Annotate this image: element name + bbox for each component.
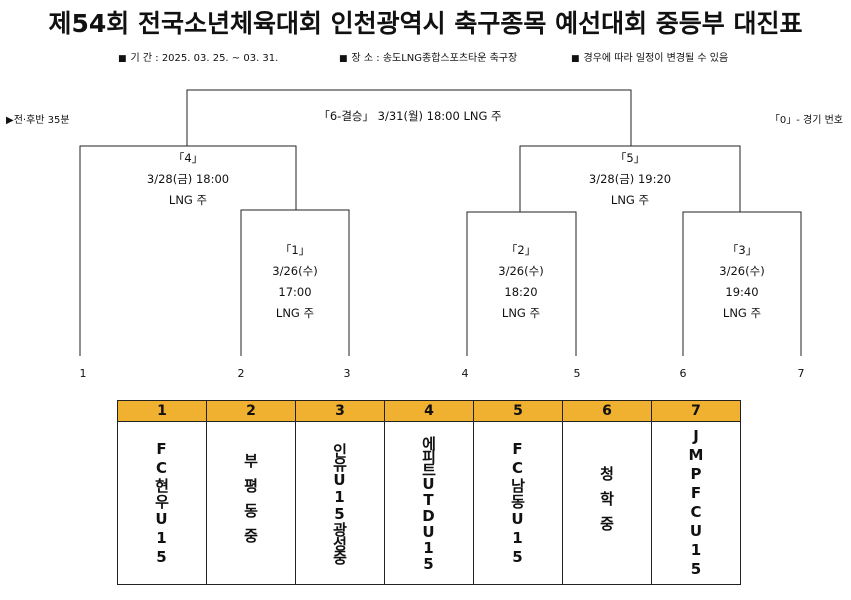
match1-date: 3/26(수) (272, 264, 318, 278)
match-number-legend: 「0」- 경기 번호 (769, 115, 843, 126)
seed-label: 4 (461, 367, 469, 380)
team-cell: FC현우U15 (117, 421, 207, 585)
team-number: 3 (295, 400, 385, 422)
match1-venue: LNG 주 (275, 306, 315, 320)
match1-time: 17:00 (278, 285, 312, 299)
match1-connector (240, 209, 350, 356)
info-period-text: 기 간 : 2025. 03. 25. ~ 03. 31. (130, 53, 279, 64)
match4-number: 「4」 (172, 151, 204, 165)
seed-label: 2 (237, 367, 245, 380)
team-cell: JMPFCU15 (651, 421, 741, 585)
team-number: 1 (117, 400, 207, 422)
teams-header-row: 1 2 3 4 5 6 7 (117, 400, 741, 422)
match4-connector (79, 145, 297, 356)
match1-label: 「1」 3/26(수) 17:00 LNG 주 (245, 240, 345, 324)
info-venue-text: 장 소 : 송도LNG종합스포츠타운 축구장 (351, 53, 518, 64)
match4-venue: LNG 주 (168, 193, 208, 207)
match2-venue: LNG 주 (501, 306, 541, 320)
team-number: 5 (473, 400, 563, 422)
match2-number: 「2」 (505, 243, 537, 257)
seed-label: 1 (79, 367, 87, 380)
match4-date: 3/28(금) 18:00 (146, 172, 230, 186)
team-name: JMPFCU15 (687, 427, 705, 579)
final-connector (186, 89, 632, 146)
match5-number: 「5」 (614, 151, 646, 165)
team-cell: FC남동U15 (473, 421, 563, 585)
match2-date: 3/26(수) (498, 264, 544, 278)
square-bullet-icon: ■ (571, 54, 580, 64)
team-cell: 청학중 (562, 421, 652, 585)
match4-label: 「4」 3/28(금) 18:00 LNG 주 (118, 148, 258, 211)
match2-label: 「2」 3/26(수) 18:20 LNG 주 (471, 240, 571, 324)
page-title: 제54회 전국소년체육대회 인천광역시 축구종목 예선대회 중등부 대진표 (48, 9, 803, 38)
match2-connector (466, 211, 577, 356)
square-bullet-icon: ■ (118, 54, 127, 64)
square-bullet-icon: ■ (339, 54, 348, 64)
team-number: 4 (384, 400, 474, 422)
team-name: 인유U15광성중 (330, 442, 349, 564)
info-notice-text: 경우에 따라 일정이 변경될 수 있음 (583, 53, 729, 64)
seed-label: 5 (573, 367, 581, 380)
match3-time: 19:40 (725, 285, 759, 299)
info-period: ■기 간 : 2025. 03. 25. ~ 03. 31. (118, 49, 278, 64)
team-name: 청학중 (597, 465, 616, 541)
match3-number: 「3」 (726, 243, 758, 257)
team-cell: 에피트UTDU15 (384, 421, 474, 585)
info-notice: ■경우에 따라 일정이 변경될 수 있음 (571, 49, 728, 64)
info-venue: ■장 소 : 송도LNG종합스포츠타운 축구장 (339, 49, 517, 64)
halves-note: ▶전·후반 35분 (6, 115, 70, 126)
team-cell: 인유U15광성중 (295, 421, 385, 585)
match2-time: 18:20 (504, 285, 538, 299)
match3-venue: LNG 주 (722, 306, 762, 320)
teams-name-row: FC현우U15 부평동중 인유U15광성중 에피트UTDU15 FC남동U15 … (117, 421, 741, 585)
match3-date: 3/26(수) (719, 264, 765, 278)
team-number: 2 (206, 400, 296, 422)
seed-label: 7 (797, 367, 805, 380)
team-name: 부평동중 (241, 453, 260, 553)
match3-connector (682, 211, 802, 356)
team-name: FC현우U15 (152, 439, 171, 567)
match5-connector (519, 145, 741, 212)
match3-label: 「3」 3/26(수) 19:40 LNG 주 (692, 240, 792, 324)
final-label: 「6-결승」 3/31(월) 18:00 LNG 주 (318, 109, 502, 123)
match5-date: 3/28(금) 19:20 (588, 172, 672, 186)
team-cell: 부평동중 (206, 421, 296, 585)
seed-label: 3 (343, 367, 351, 380)
team-name: 에피트UTDU15 (419, 435, 438, 571)
team-number: 7 (651, 400, 741, 422)
team-name: FC남동U15 (508, 439, 527, 567)
match5-label: 「5」 3/28(금) 19:20 LNG 주 (558, 148, 702, 211)
seed-label: 6 (679, 367, 687, 380)
team-number: 6 (562, 400, 652, 422)
match1-number: 「1」 (279, 243, 311, 257)
match5-venue: LNG 주 (610, 193, 650, 207)
teams-table: 1 2 3 4 5 6 7 FC현우U15 부평동중 인유U15광성중 에피트U… (117, 400, 741, 585)
